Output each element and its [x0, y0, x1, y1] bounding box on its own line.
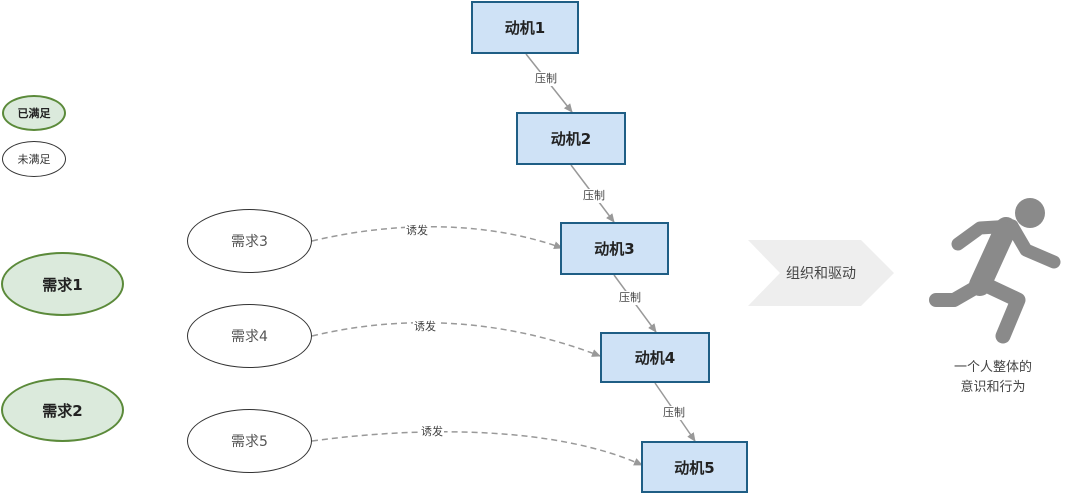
need-node-1: 需求1 [1, 252, 124, 316]
motive-node-4: 动机4 [600, 332, 710, 383]
motive-node-2: 动机2 [516, 112, 626, 165]
need-node-3: 需求3 [187, 209, 312, 273]
induce-curve-3 [311, 225, 563, 250]
process-label: 组织和驱动 [786, 266, 856, 282]
legend-unsatisfied-label: 未满足 [17, 153, 51, 166]
suppress-label-1: 压制 [534, 72, 558, 86]
suppress-label-3: 压制 [618, 291, 642, 305]
legend-unsatisfied: 未满足 [2, 141, 66, 177]
suppress-label-4: 压制 [662, 406, 686, 420]
motive-node-1: 动机1 [471, 1, 579, 54]
induce-label-5: 诱发 [420, 425, 444, 439]
legend-satisfied-label: 已满足 [17, 107, 51, 120]
outcome-line-1: 一个人整体的 [953, 360, 1032, 375]
motive-node-5: 动机5 [641, 441, 748, 493]
need-node-4: 需求4 [187, 304, 312, 368]
need-2-label: 需求2 [42, 401, 83, 420]
need-node-5: 需求5 [187, 409, 312, 473]
running-person-icon [929, 198, 1061, 344]
legend-satisfied: 已满足 [2, 95, 66, 131]
outcome-text: 一个人整体的 意识和行为 [928, 358, 1058, 398]
chevron-arrow-icon [748, 240, 894, 306]
need-1-label: 需求1 [42, 275, 83, 294]
motive-4-label: 动机4 [634, 349, 676, 367]
outcome-line-2: 意识和行为 [960, 380, 1026, 395]
need-3-label: 需求3 [231, 234, 268, 250]
need-node-2: 需求2 [1, 378, 124, 442]
induce-label-3: 诱发 [405, 224, 429, 238]
induce-curve-4 [311, 321, 601, 357]
induce-label-4: 诱发 [413, 320, 437, 334]
motive-node-3: 动机3 [560, 222, 669, 275]
motive-3-label: 动机3 [594, 240, 635, 258]
need-5-label: 需求5 [231, 434, 268, 450]
need-4-label: 需求4 [231, 329, 268, 345]
motive-2-label: 动机2 [550, 130, 592, 148]
induce-curve-5 [311, 431, 643, 466]
suppress-label-2: 压制 [582, 189, 606, 203]
motive-5-label: 动机5 [674, 458, 715, 477]
motive-1-label: 动机1 [504, 19, 546, 37]
